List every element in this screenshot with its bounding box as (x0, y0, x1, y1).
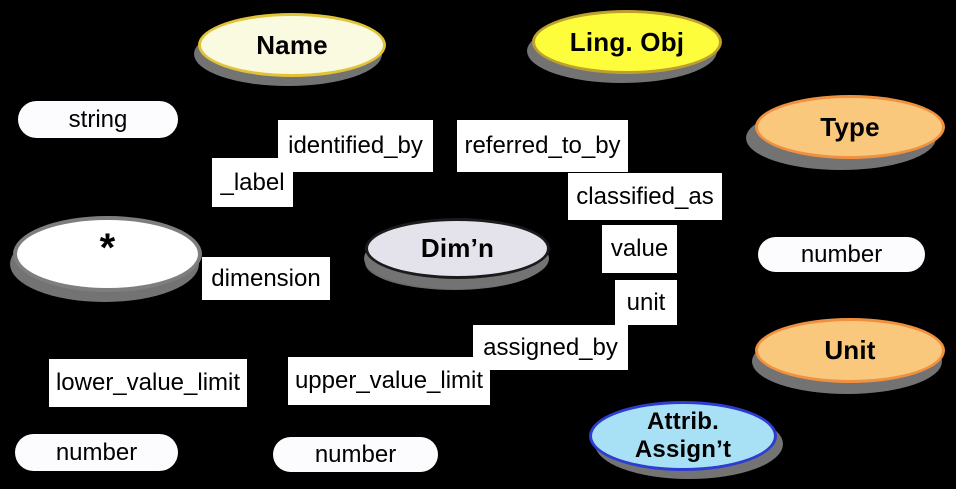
datatype-string: string (18, 101, 178, 138)
datatype-number-middle: number (273, 437, 438, 472)
entity-type: Type (755, 95, 945, 159)
entity-ling-obj-label: Ling. Obj (569, 26, 685, 57)
datatype-number-right: number (758, 237, 925, 272)
datatype-number-left: number (15, 434, 178, 471)
property-lower-value-limit: lower_value_limit (49, 359, 247, 407)
property-identified-by: identified_by (278, 120, 433, 172)
property-assigned-by: assigned_by (473, 325, 628, 370)
property-dimension: dimension (202, 257, 330, 300)
entity-attrib-assignt-label: Attrib. Assign’t (634, 407, 732, 463)
entity-name: Name (198, 13, 386, 77)
property-label: _label (212, 158, 293, 207)
entity-unit-label: Unit (824, 335, 876, 365)
entity-attrib-assignt: Attrib. Assign’t (589, 401, 777, 471)
star-icon: * (99, 226, 116, 270)
property-unit: unit (615, 280, 677, 325)
entity-dimension-label: Dim’n (420, 233, 495, 263)
property-upper-value-limit: upper_value_limit (288, 357, 490, 405)
property-referred-to-by: referred_to_by (457, 120, 628, 172)
entity-ling-obj: Ling. Obj (532, 10, 722, 74)
entity-unit: Unit (755, 318, 945, 383)
property-classified-as: classified_as (568, 173, 722, 220)
entity-type-label: Type (820, 111, 880, 142)
entity-dimension: Dim’n (365, 218, 550, 279)
property-value: value (602, 225, 677, 273)
entity-name-label: Name (256, 29, 328, 60)
entity-any: * (13, 216, 202, 292)
